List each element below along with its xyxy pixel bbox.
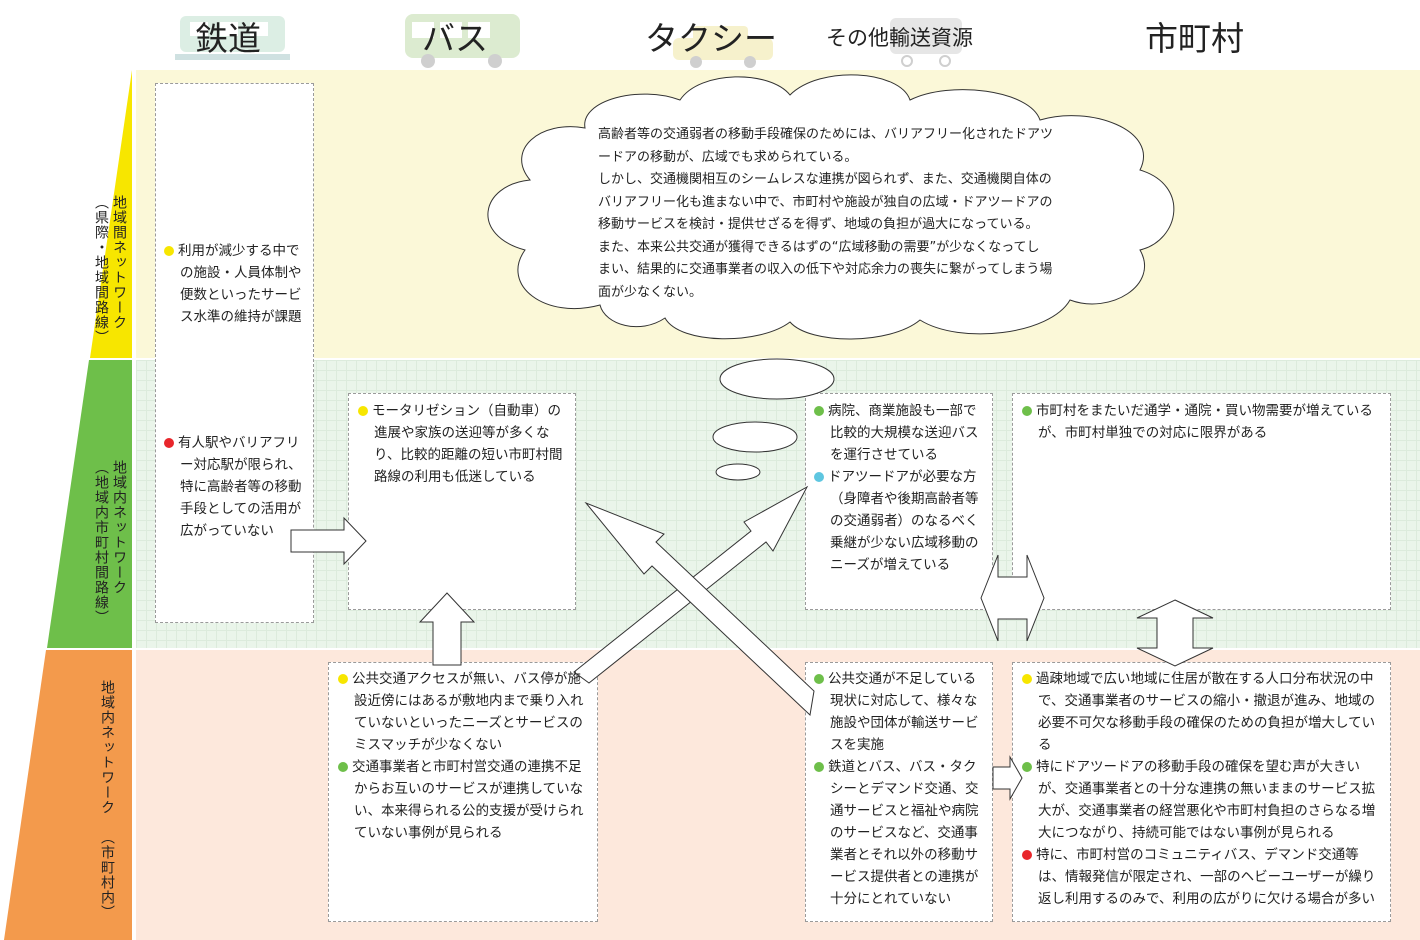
other-mid-box (805, 393, 993, 610)
city-mid-issue-1-text: 市町村をまたいだ通学・通院・買い物需要が増えているが、市町村単独での対応に限界が… (1036, 403, 1373, 441)
train-icon (175, 16, 290, 60)
other-low-issues: 公共交通が不足している現状に対応して、様々な施設や団体が輸送サービスを実施 鉄道… (814, 668, 986, 910)
cloud-line: 面が少なくない。 (598, 284, 703, 300)
bullet-dot (814, 406, 824, 416)
bullet-dot (814, 472, 824, 482)
taxi-icon (673, 26, 773, 68)
header-taxi: タクシー (645, 19, 777, 58)
bus-mid-issue-1-text: モータリゼション（自動車）の進展や家族の送迎等が多くなり、比較的距離の短い市町村… (372, 403, 563, 485)
tier-pyramid (4, 70, 132, 940)
arrow-other-to-bus (584, 501, 815, 717)
city-low-issue-1-text: 過疎地域で広い地域に住居が散在する人口分布状況の中で、交通事業者のサービスの縮小… (1036, 671, 1376, 753)
header-bus: バス (422, 19, 488, 58)
bus-low-issues: 公共交通アクセスが無い、バス停が施設近傍にはあるが敷地内まで乗り入れていないとい… (338, 668, 592, 844)
tier-local-sub: （市町村内） (99, 830, 115, 920)
bullet-dot (814, 762, 824, 772)
bus-mid-issue-1: モータリゼション（自動車）の進展や家族の送迎等が多くなり、比較的距離の短い市町村… (358, 400, 570, 488)
bullet-dot (1022, 850, 1032, 860)
tier-yellow-shape (90, 70, 132, 358)
other-low-issue-2-text: 鉄道とバス、バス・タクシーとデマンド交通、交通サービスと福祉や病院のサービスなど… (828, 759, 979, 907)
arrow-other-city (980, 554, 1045, 642)
tier-green-shape (47, 360, 132, 648)
bus-icon (405, 14, 520, 68)
header-city: 市町村 (1145, 19, 1244, 58)
rail-issue-1: 利用が減少する中での施設・人員体制や便数といったサービス水準の維持が課題 (164, 240, 310, 328)
bullet-dot (338, 674, 348, 684)
cloud-line: ードアの移動が、広域でも求められている。 (598, 149, 858, 165)
cloud-line: まい、結果的に交通事業者の収入の低下や対応余力の喪失に繋がってしまう場 (598, 262, 1053, 277)
city-mid-issues: 市町村をまたいだ通学・通院・買い物需要が増えているが、市町村単独での対応に限界が… (1022, 400, 1384, 444)
rail-box (155, 83, 314, 623)
cloud-line: バリアフリー化も進まない中で、市町村や施設が独自の広域・ドアツードアの (598, 194, 1053, 210)
tier-inter-title: 地域間ネットワーク (111, 195, 127, 330)
city-low-issue-2-text: 特にドアツードアの移動手段の確保を望む声が大きいが、交通事業者との十分な連携の無… (1036, 759, 1376, 841)
bullet-dot (358, 406, 368, 416)
other-mid-issue-2-text: ドアツードアが必要な方（身障者や後期高齢者等の交通弱者）のなるべく乗継が少ない広… (828, 469, 979, 573)
cloud-line: しかし、交通機関相互のシームレスな連携が図られず、また、交通機関自体の (598, 172, 1052, 187)
bus-low-issue-2-text: 交通事業者と市町村営交通の連携不足からお互いのサービスが連携していない、本来得ら… (352, 759, 584, 841)
city-low-box (1012, 662, 1391, 922)
rail-issue-1-text: 利用が減少する中での施設・人員体制や便数といったサービス水準の維持が課題 (178, 243, 302, 325)
arrow-rail-to-bus (290, 516, 367, 566)
cloud-line: また、本来公共交通が獲得できるはずの“広域移動の需要”が少なくなってし (598, 239, 1040, 255)
header-rail: 鉄道 (195, 19, 261, 58)
cloud-line: 移動サービスを検討・提供せざるを得ず、地域の負担が過大になっている。 (598, 217, 1039, 232)
arrow-city-vertical (1136, 599, 1214, 667)
thought-bubble-small (715, 463, 761, 481)
header-other: その他輸送資源 (826, 26, 973, 50)
arrow-bus-up (418, 592, 476, 666)
other-mid-issues: 病院、商業施設も一部で比較的大規模な送迎バスを運行させている ドアツードアが必要… (814, 400, 986, 576)
bullet-dot (164, 438, 174, 448)
tier-orange-shape (4, 650, 132, 940)
van-icon (890, 18, 962, 67)
bus-low-issue-1-text: 公共交通アクセスが無い、バス停が施設近傍にはあるが敷地内まで乗り入れていないとい… (352, 671, 584, 753)
bullet-dot (338, 762, 348, 772)
bus-mid-box (348, 393, 576, 610)
thought-cloud (487, 74, 1175, 340)
other-low-issue-1-text: 公共交通が不足している現状に対応して、様々な施設や団体が輸送サービスを実施 (828, 671, 979, 753)
other-low-box (805, 662, 993, 922)
bullet-dot (164, 246, 174, 256)
cloud-text: 高齢者等の交通弱者の移動手段確保のためには、バリアフリー化されたドアツ ードアの… (598, 124, 1098, 304)
bus-low-box (328, 662, 598, 922)
tier-inter-sub: （県際・地域間路線） (93, 195, 109, 345)
cloud-line: 高齢者等の交通弱者の移動手段確保のためには、バリアフリー化されたドアツ (598, 127, 1054, 142)
bullet-dot (1022, 762, 1032, 772)
tier-intra-sub: （地域内市町村間路線） (93, 460, 109, 625)
bullet-dot (814, 674, 824, 684)
bullet-dot (1022, 406, 1032, 416)
rail-issue-2: 有人駅やバリアフリー対応駅が限られ、特に高齢者等の移動手段としての活用が広がって… (164, 432, 310, 542)
tier-local-title: 地域内ネットワーク (99, 680, 115, 815)
tier-intra-title: 地域内ネットワーク (111, 460, 127, 595)
bullet-dot (1022, 674, 1032, 684)
city-mid-box (1012, 393, 1391, 610)
other-mid-issue-1-text: 病院、商業施設も一部で比較的大規模な送迎バスを運行させている (828, 403, 979, 463)
thought-bubble-medium (712, 421, 798, 453)
arrow-other-low-to-city (992, 755, 1023, 801)
thought-bubble-large (719, 358, 835, 400)
city-low-issues: 過疎地域で広い地域に住居が散在する人口分布状況の中で、交通事業者のサービスの縮小… (1022, 668, 1384, 910)
rail-issue-2-text: 有人駅やバリアフリー対応駅が限られ、特に高齢者等の移動手段としての活用が広がって… (178, 435, 302, 539)
city-low-issue-3-text: 特に、市町村営のコミュニティバス、デマンド交通等は、情報発信が限定され、一部のヘ… (1036, 847, 1376, 907)
